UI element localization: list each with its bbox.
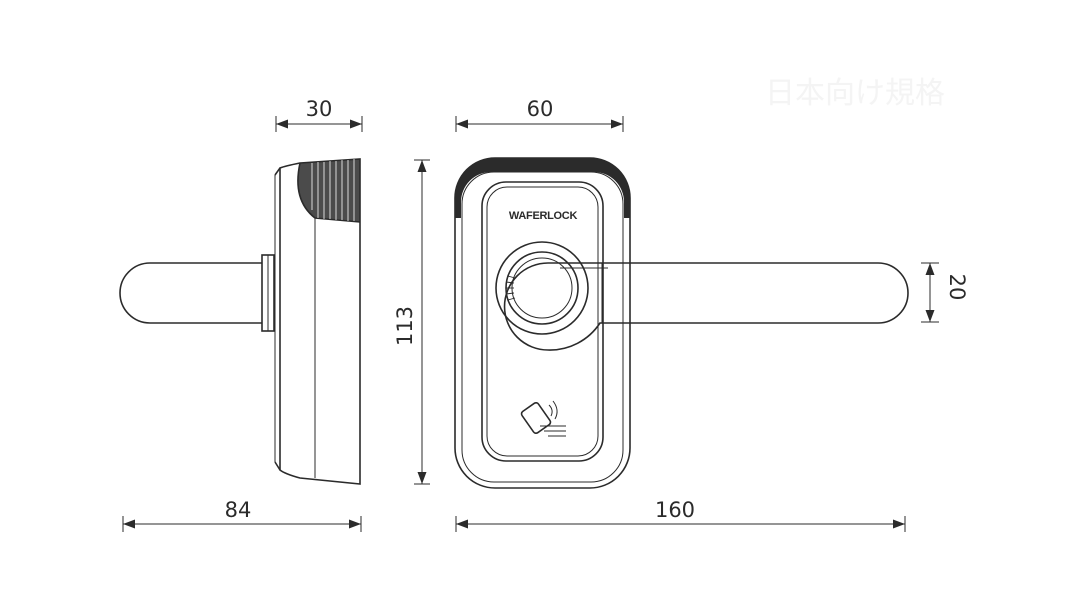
front-view: WAFERLOCK [454,157,909,489]
brand-logo: WAFERLOCK [509,210,578,222]
side-lever [119,262,262,324]
dim-label-front-length: 160 [655,498,695,522]
front-top-band [455,158,630,218]
front-face-plate [481,181,604,462]
dim-label-side-depth: 30 [306,97,333,121]
dimension-lines [122,116,939,532]
dim-label-lever-diameter: 20 [945,274,969,301]
front-lever [503,262,909,351]
dim-label-side-length: 84 [225,498,252,522]
side-view [119,158,361,485]
dim-label-front-width: 60 [527,97,554,121]
fingerprint-ring-icon [495,241,589,335]
side-body [279,158,361,485]
side-ribbed-cap [297,159,360,222]
dim-label-front-height: 113 [393,306,417,346]
watermark-text: 日本向け規格 [765,76,945,111]
rfid-card-icon [520,400,566,437]
